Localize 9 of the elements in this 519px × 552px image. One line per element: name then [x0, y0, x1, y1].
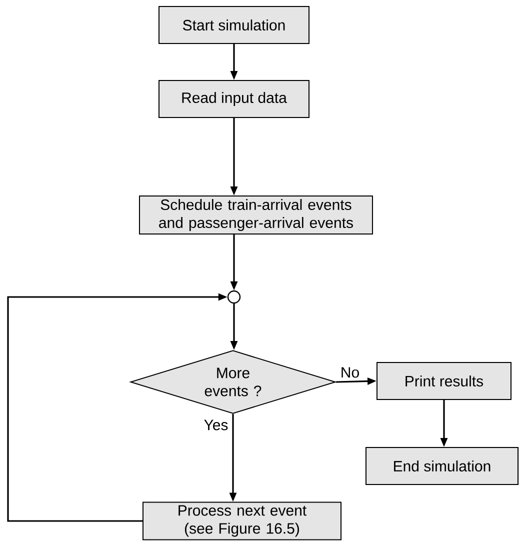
process-box: End simulation: [366, 447, 518, 485]
junction-circle: [227, 290, 241, 304]
process-box: Print results: [376, 362, 512, 400]
process-box: Process next event (see Figure 16.5): [142, 502, 342, 540]
process-box: Schedule train-arrival events and passenger-arrival events: [139, 196, 373, 234]
process-box: Start simulation: [158, 6, 310, 44]
edge-label: No: [339, 366, 361, 379]
process-box: Read input data: [158, 80, 310, 118]
edge-label: Yes: [202, 418, 230, 432]
